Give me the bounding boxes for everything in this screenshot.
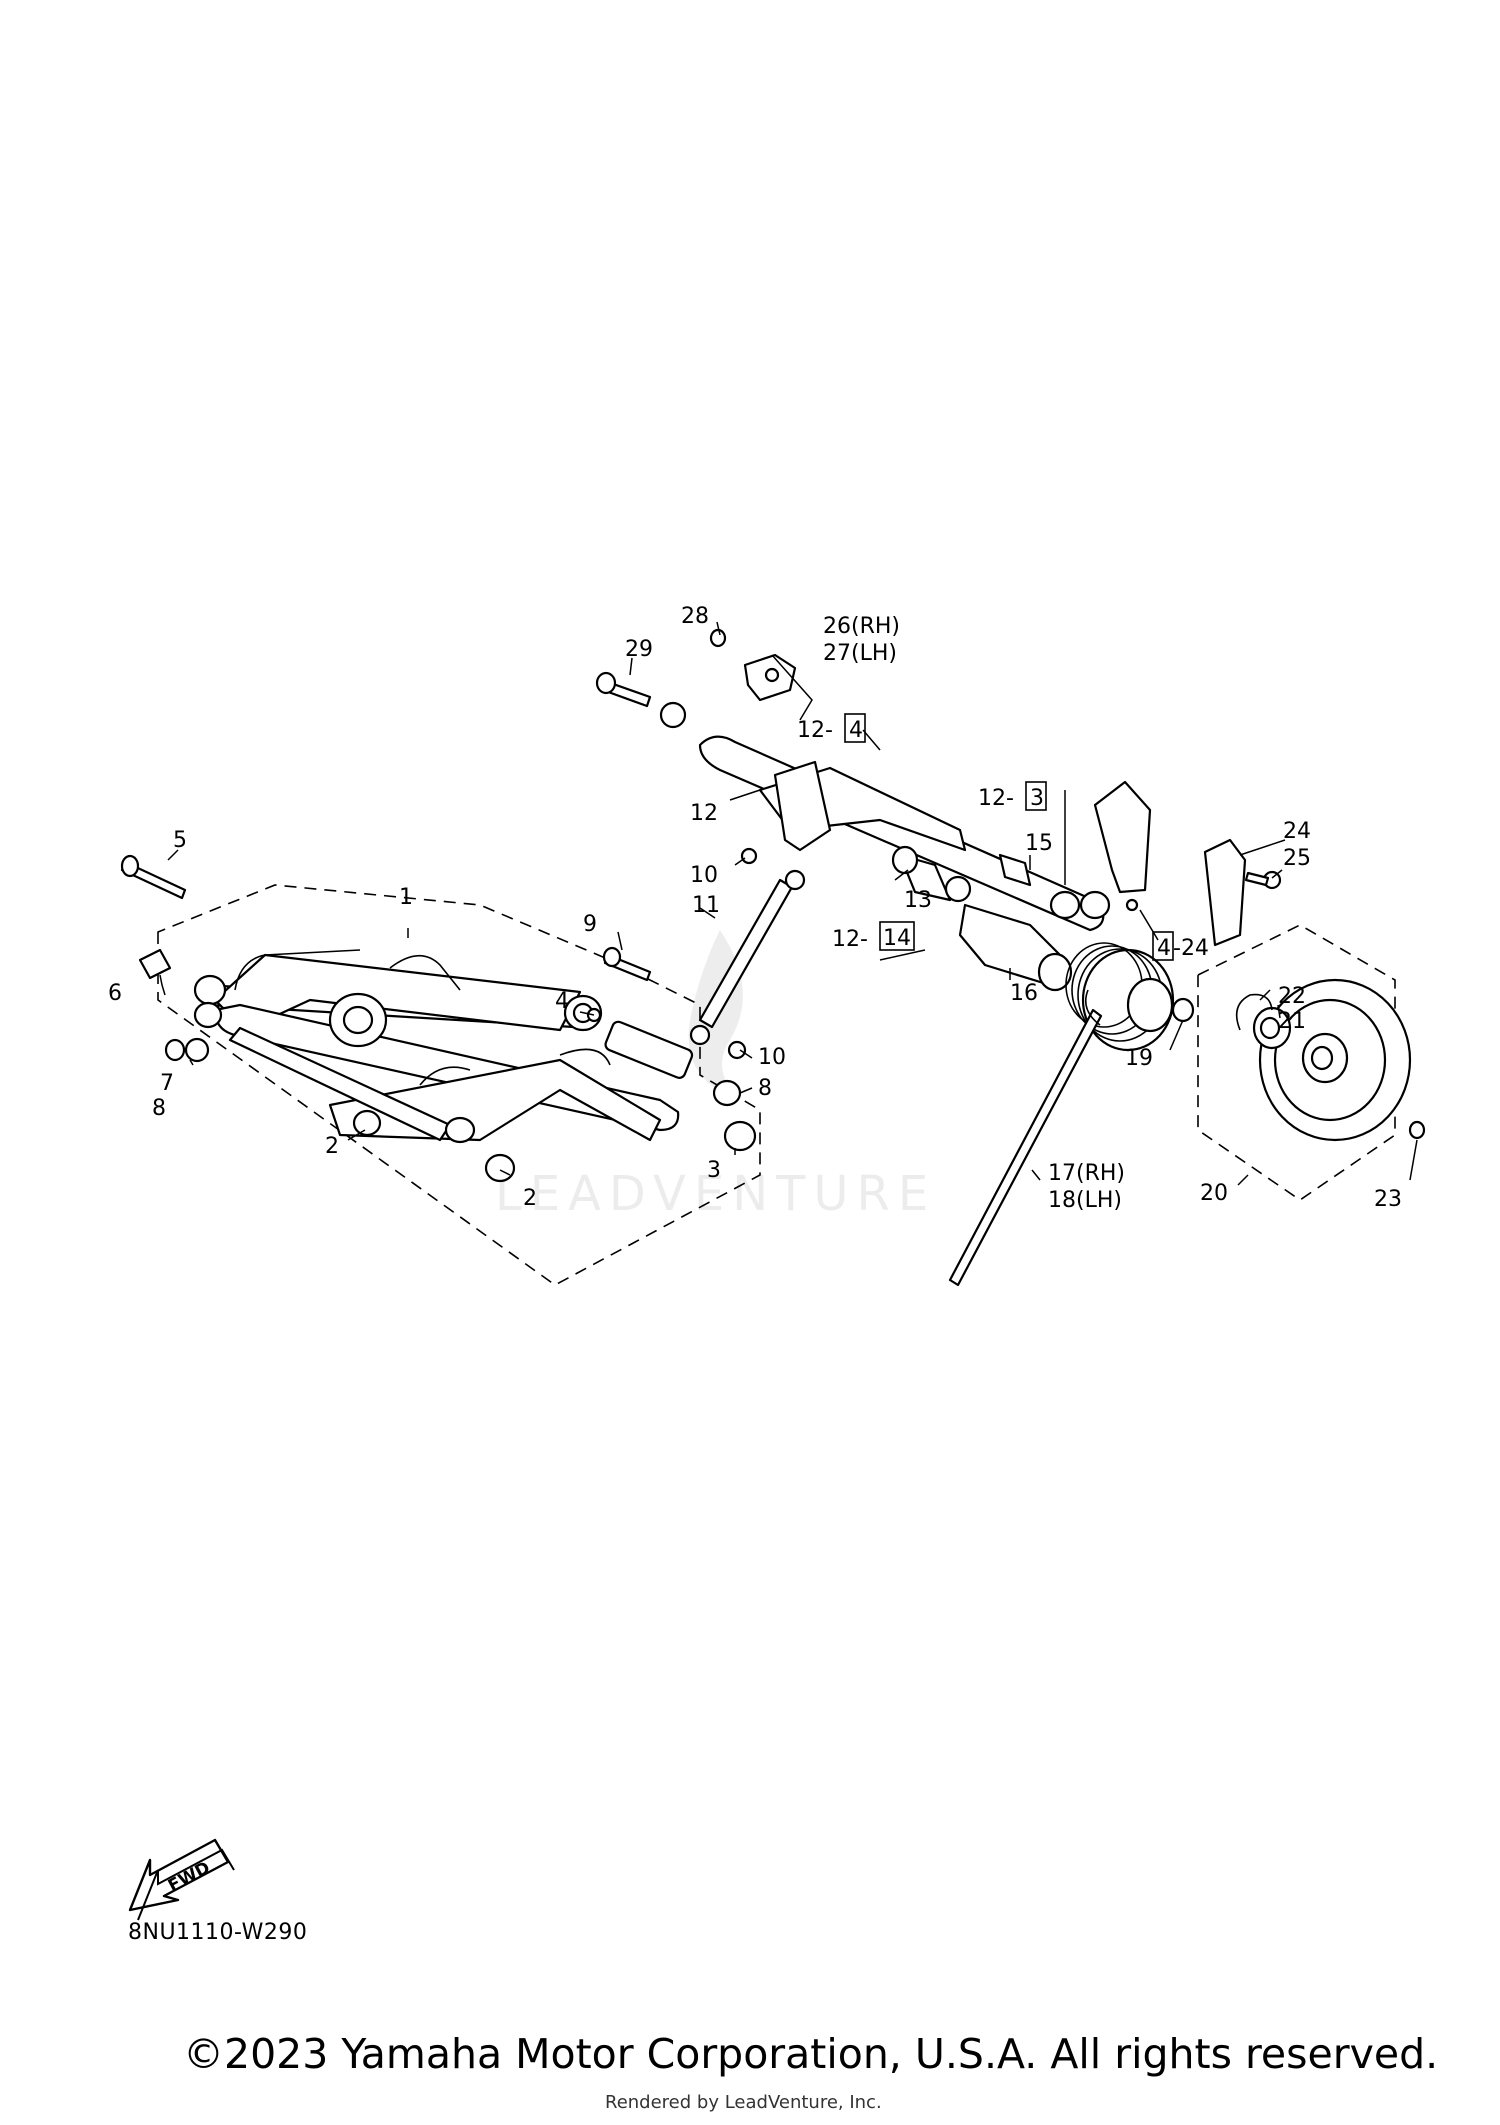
rendered-by-credit: Rendered by LeadVenture, Inc. xyxy=(605,2092,882,2113)
callout-12-14-box xyxy=(879,921,915,951)
clip-24b xyxy=(1125,898,1139,912)
bushing-12-3 xyxy=(1049,890,1081,920)
callout-4: 4 xyxy=(555,989,569,1014)
bushing-10-bottom xyxy=(727,1040,747,1060)
callout-4-24-boxnum: 4 xyxy=(1157,936,1171,961)
callout-10a: 10 xyxy=(690,863,718,888)
arm-bracket-plate xyxy=(773,760,832,852)
bolt-29 xyxy=(595,671,652,708)
watermark-text: LEADVENTURE xyxy=(495,1166,936,1222)
callout-12-14-boxnum: 14 xyxy=(883,926,911,951)
callout-20: 20 xyxy=(1200,1181,1228,1206)
stopper-26-27 xyxy=(743,653,797,702)
clip-28 xyxy=(709,628,727,648)
callout-3: 3 xyxy=(707,1158,721,1183)
callout-10b: 10 xyxy=(758,1045,786,1070)
collar-2-lower xyxy=(484,1153,516,1183)
callout-27: 27(LH) xyxy=(823,641,897,666)
collar-2-left xyxy=(352,1109,382,1137)
spacer-16 xyxy=(958,903,1073,992)
gear-washer xyxy=(659,701,687,729)
callout-12: 12 xyxy=(690,801,718,826)
callout-15: 15 xyxy=(1025,831,1053,856)
spacer-15 xyxy=(998,853,1032,887)
wheel-20 xyxy=(1258,978,1412,1142)
washer-19 xyxy=(1171,997,1195,1023)
collar-6 xyxy=(138,948,172,980)
callout-12-3-boxnum: 3 xyxy=(1030,786,1044,811)
callout-2b: 2 xyxy=(523,1186,537,1211)
callout-17: 17(RH) xyxy=(1048,1161,1125,1186)
callout-8a: 8 xyxy=(152,1096,166,1121)
upright-bracket-rh xyxy=(1203,838,1247,947)
callout-12-4-boxnum: 4 xyxy=(849,718,863,743)
nut-8-left xyxy=(184,1037,210,1063)
callout-6: 6 xyxy=(108,981,122,1006)
bearing-21 xyxy=(1252,1006,1292,1050)
callout-28: 28 xyxy=(681,604,709,629)
callout-26: 26(RH) xyxy=(823,614,900,639)
bushing-left-top xyxy=(193,974,227,1006)
washer-7 xyxy=(164,1038,186,1062)
leader-lines xyxy=(159,621,1418,1186)
copyright-notice: ©2023 Yamaha Motor Corporation, U.S.A. A… xyxy=(183,2030,1439,2078)
circlip-23 xyxy=(1408,1120,1426,1140)
bushing-12-14 xyxy=(944,875,972,903)
callout-labels: 1 2 2 3 4 5 6 7 8 8 9 10 10 11 12 12- 4 … xyxy=(108,604,1402,1213)
fwd-arrow-icon: FWD xyxy=(128,1838,235,1921)
callout-2a: 2 xyxy=(325,1134,339,1159)
callout-13: 13 xyxy=(904,888,932,913)
callout-12-3: 12- xyxy=(978,786,1014,811)
rear-arm-assembly xyxy=(698,735,1247,947)
callout-8b: 8 xyxy=(758,1076,772,1101)
bolt-5 xyxy=(120,854,187,900)
callout-11: 11 xyxy=(692,893,720,918)
callout-18: 18(LH) xyxy=(1048,1188,1122,1213)
callout-12-3-box xyxy=(1025,781,1047,811)
circlip-22 xyxy=(1235,993,1273,1031)
callout-12-4: 12- xyxy=(797,718,833,743)
collar-13 xyxy=(891,845,952,902)
front-arm-assembly xyxy=(193,949,694,1144)
callout-4-24: -24 xyxy=(1173,936,1209,961)
callout-12-4-box xyxy=(844,713,866,743)
callout-4-24-box xyxy=(1152,931,1174,961)
lower-pivot-ring xyxy=(444,1116,476,1144)
callout-19: 19 xyxy=(1125,1046,1153,1071)
callout-1: 1 xyxy=(399,885,413,910)
link-rod-11 xyxy=(689,847,806,1060)
callout-5: 5 xyxy=(173,828,187,853)
callout-7: 7 xyxy=(160,1071,174,1096)
nut-8-right xyxy=(712,1079,742,1107)
callout-22: 22 xyxy=(1278,984,1306,1009)
spring-arm xyxy=(948,1008,1103,1287)
callout-29: 29 xyxy=(625,637,653,662)
callout-12-14: 12- xyxy=(832,927,868,952)
bushing-10-top xyxy=(740,847,758,865)
diagram-code: 8NU1110-W290 xyxy=(128,1920,308,1945)
callout-23: 23 xyxy=(1374,1187,1402,1212)
collar-3 xyxy=(723,1120,757,1152)
bolt-9 xyxy=(602,946,652,982)
callout-24: 24 xyxy=(1283,819,1311,844)
torsion-spring-17-18 xyxy=(948,942,1175,1287)
upright-bracket xyxy=(1093,780,1152,894)
shock-link-bracket xyxy=(604,1020,694,1079)
front-arm-group-outline xyxy=(157,884,761,1286)
bushing-left-bottom xyxy=(193,1001,223,1029)
callout-16: 16 xyxy=(1010,981,1038,1006)
callout-21: 21 xyxy=(1278,1009,1306,1034)
bolt-25 xyxy=(1244,870,1282,890)
callout-9: 9 xyxy=(583,912,597,937)
callout-25: 25 xyxy=(1283,846,1311,871)
